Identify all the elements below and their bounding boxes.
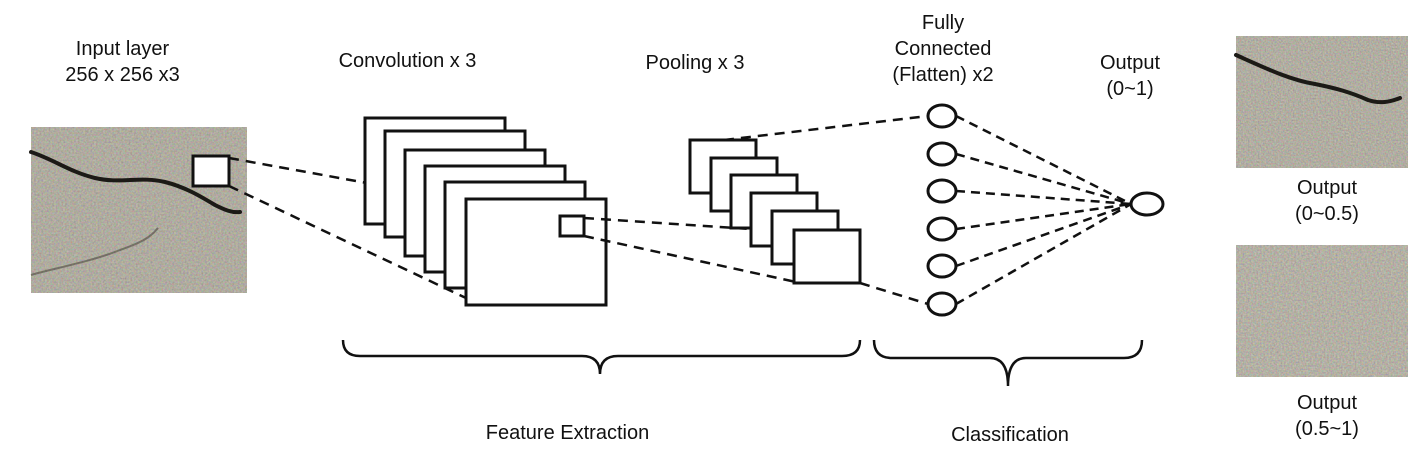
output-title: Output: [1099, 52, 1161, 74]
feature-extraction-brace: [341, 339, 862, 375]
fc-node: [926, 141, 958, 167]
input-layer-label: Input layer 256 x 256 x3: [40, 36, 205, 88]
input-layer-dimensions: 256 x 256 x3: [65, 64, 180, 86]
output-a-image: [1234, 36, 1408, 168]
classification-label: Classification: [951, 424, 1069, 446]
fully-connected-line1: Fully: [921, 12, 965, 34]
output-b-range: (0.5~1): [1295, 418, 1359, 440]
classification-brace: [872, 339, 1144, 387]
output-range: (0~1): [1106, 78, 1154, 100]
fully-connected-label: Fully Connected (Flatten) x2: [868, 10, 1018, 88]
pooling-label: Pooling x 3: [645, 52, 745, 74]
pooling-maps: [688, 138, 862, 285]
fc-node: [926, 178, 958, 204]
output-node: [1129, 191, 1165, 217]
fc-node: [926, 291, 958, 317]
convolution-maps: [363, 116, 608, 307]
receptive-field-box: [191, 154, 231, 188]
output-a-range: (0~0.5): [1295, 203, 1359, 225]
input-pavement-image: [29, 127, 247, 293]
fc-node: [926, 216, 958, 242]
output-label: Output (0~1): [1075, 50, 1185, 102]
fc-to-output-lines: [955, 114, 1132, 306]
output-a-label: Output (0~0.5): [1267, 175, 1387, 227]
input-crack: [29, 150, 242, 215]
output-b-title: Output: [1296, 392, 1358, 414]
fully-connected-line3: (Flatten) x2: [892, 64, 994, 86]
fully-connected-line2: Connected: [894, 38, 992, 60]
fc-node: [926, 253, 958, 279]
convolution-label: Convolution x 3: [338, 50, 477, 72]
pool-map-6: [792, 228, 862, 285]
fc-node: [926, 103, 958, 129]
output-a-title: Output: [1296, 177, 1358, 199]
pooling-to-fc-lines: [723, 114, 929, 306]
output-b-label: Output (0.5~1): [1267, 390, 1387, 442]
fully-connected-nodes: [926, 103, 958, 317]
feature-extraction-label: Feature Extraction: [485, 422, 650, 444]
conv-kernel-box: [558, 214, 586, 238]
input-layer-title: Input layer: [75, 38, 170, 60]
output-b-image: [1236, 245, 1408, 377]
output-a-crack: [1234, 53, 1402, 105]
